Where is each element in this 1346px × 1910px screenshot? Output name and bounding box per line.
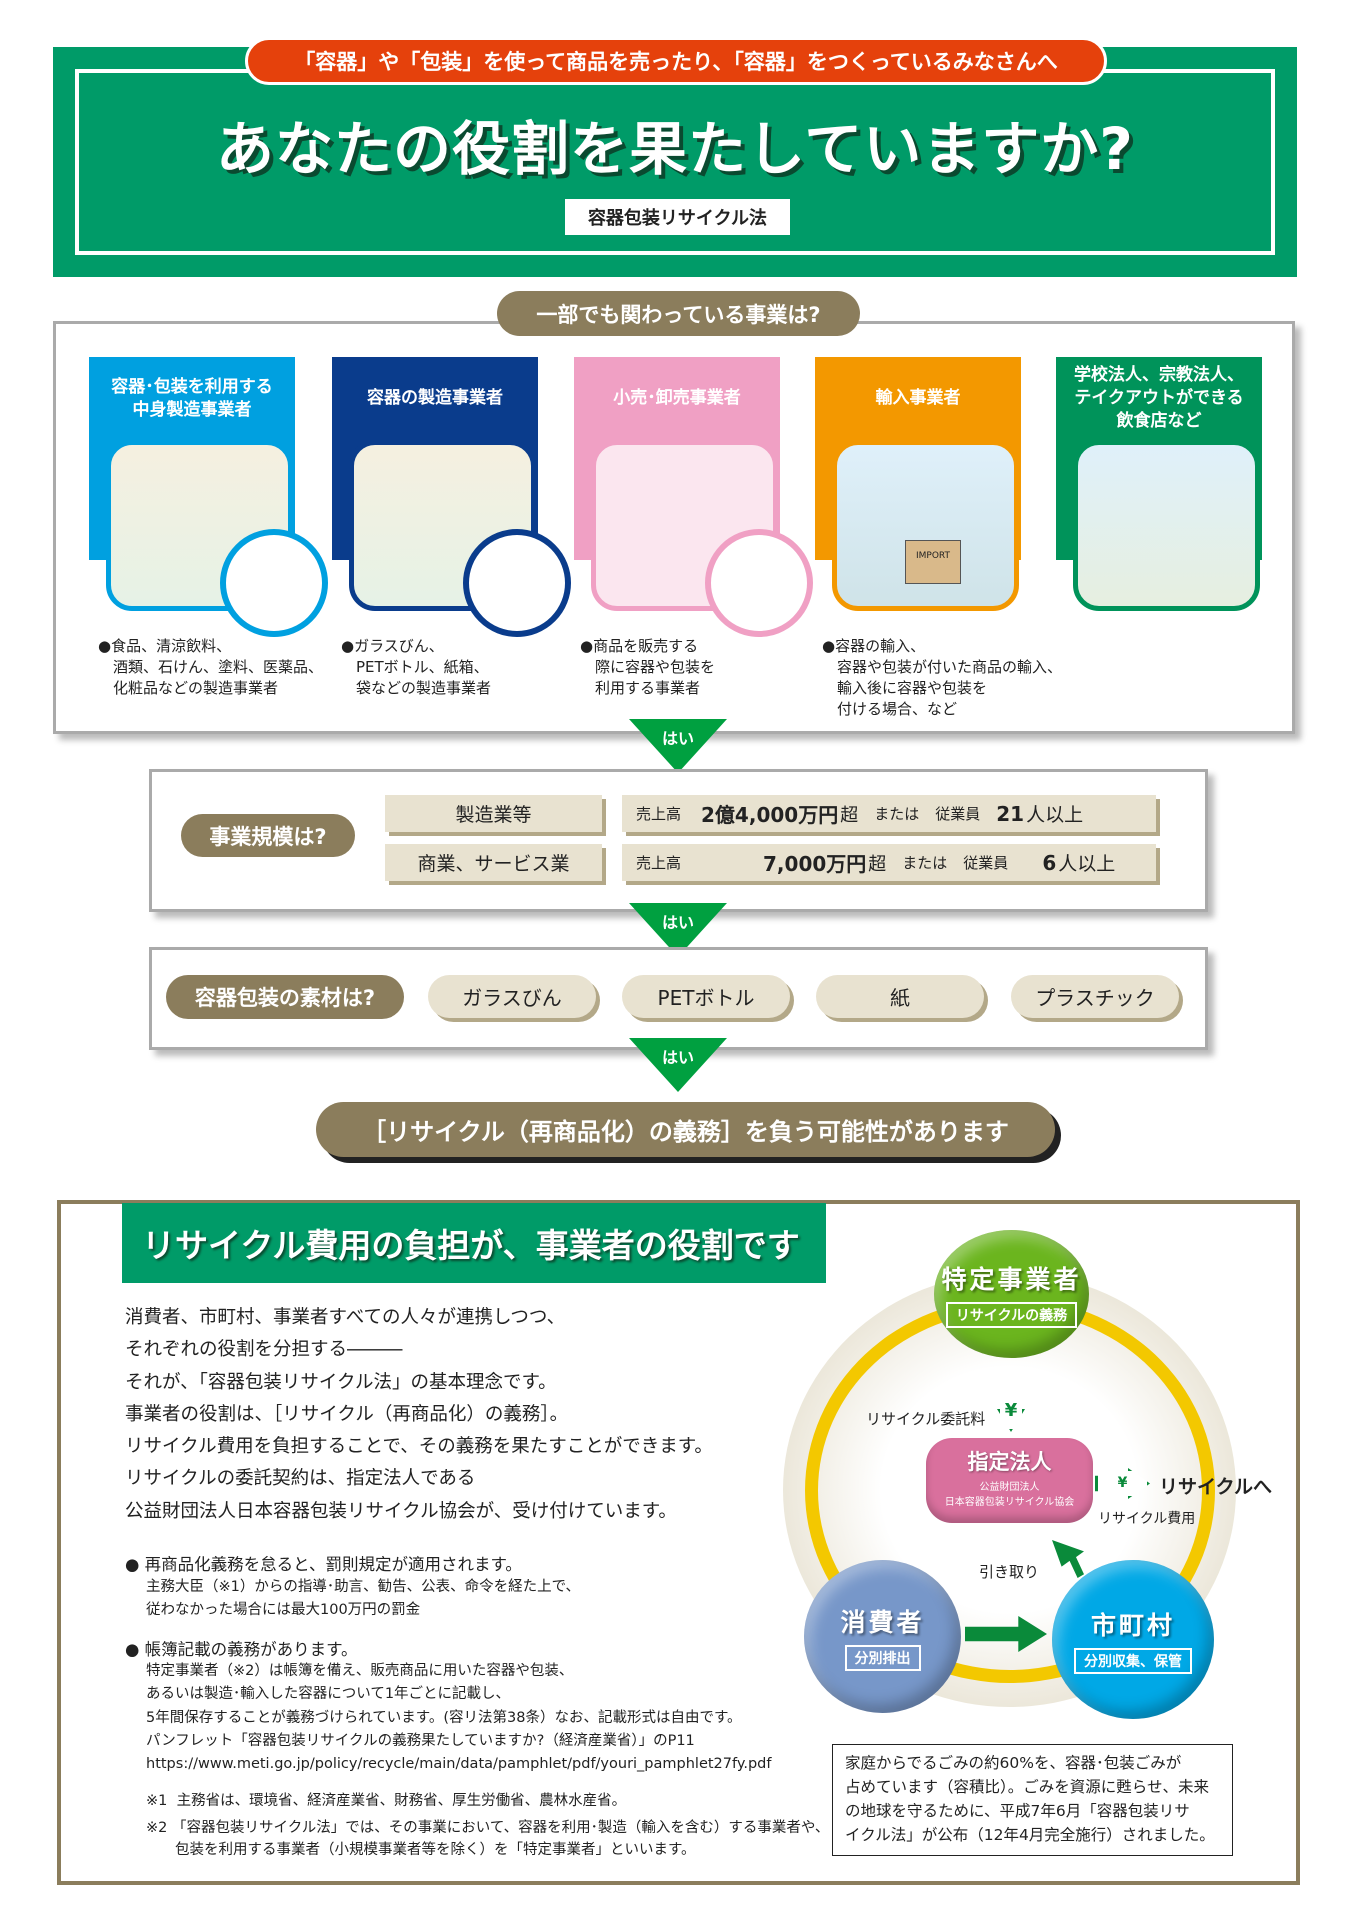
ledger-heading: ● 帳簿記載の義務があります。 xyxy=(125,1640,358,1659)
material-pet: PETボトル xyxy=(622,975,790,1018)
specified-business-node: 特定事業者 リサイクルの義務 xyxy=(934,1230,1089,1358)
products-icon xyxy=(220,529,328,637)
page-title: あなたの役割を果たしていますか? xyxy=(216,115,1134,183)
law-label: 容器包装リサイクル法 xyxy=(565,199,790,235)
port-illustration: IMPORT xyxy=(832,440,1019,611)
cost-label: リサイクル費用 xyxy=(1098,1511,1196,1527)
business-scale-panel xyxy=(149,769,1208,912)
node-sub: 公益財団法人 xyxy=(979,1482,1040,1493)
over-label: 超 xyxy=(840,804,859,826)
scale-question: 事業規模は? xyxy=(181,814,355,857)
card-description: ●商品を販売する 際に容器や包装を 利用する事業者 xyxy=(580,637,716,697)
employee-unit: 人以上 xyxy=(1058,853,1116,875)
sales-label: 売上高 xyxy=(636,854,682,872)
sales-label: 売上高 xyxy=(636,805,682,823)
category-manufacturing: 製造業等 xyxy=(385,795,602,832)
audience-banner: 「容器」や「包装」を使って商品を売ったり、「容器」をつくっているみなさんへ xyxy=(245,37,1107,85)
employee-unit: 人以上 xyxy=(1026,804,1084,826)
card-title: 小売･卸売事業者 xyxy=(574,357,780,440)
fee-label: リサイクル委託料 xyxy=(866,1410,986,1428)
penalty-detail: 主務大臣（※1）からの指導･助言、勧告、公表、命令を経た上で、 従わなかった場合… xyxy=(146,1579,581,1619)
node-sub: 日本容器包装リサイクル協会 xyxy=(944,1497,1075,1508)
node-title: 市町村 xyxy=(1090,1610,1175,1640)
card-description: ●容器の輸入、 容器や包装が付いた商品の輸入、 輸入後に容器や包装を 付ける場合… xyxy=(822,637,1063,718)
yen-down-arrow: ¥ xyxy=(997,1386,1025,1432)
business-card-importer: 輸入事業者 IMPORT xyxy=(815,357,1021,611)
school-illustration xyxy=(1073,440,1260,611)
employee-value: 21 xyxy=(996,801,1025,826)
node-tag: 分別排出 xyxy=(844,1644,921,1671)
role-body: 消費者、市町村、事業者すべての人々が連携しつつ、 それぞれの役割を分担する―――… xyxy=(125,1307,713,1522)
to-recycle-label: リサイクルへ xyxy=(1159,1476,1273,1498)
yes-arrow: はい xyxy=(629,1038,727,1092)
card-title: 容器の製造事業者 xyxy=(332,357,538,440)
employee-label: 従業員 xyxy=(963,854,1009,872)
business-card-container-maker: 容器の製造事業者 xyxy=(332,357,571,637)
pickup-label: 引き取り xyxy=(979,1563,1040,1581)
node-tag: 分別収集、保管 xyxy=(1074,1647,1192,1674)
shopping-bags-icon xyxy=(705,529,813,637)
category-commerce: 商業、サービス業 xyxy=(385,844,602,881)
material-paper: 紙 xyxy=(816,975,984,1018)
designated-corporation-node: 指定法人 公益財団法人 日本容器包装リサイクル協会 xyxy=(926,1438,1093,1523)
yes-arrow: はい xyxy=(629,719,727,773)
import-box: IMPORT xyxy=(905,540,961,584)
node-title: 特定事業者 xyxy=(941,1265,1082,1294)
card-description: ●食品、清涼飲料、 酒類、石けん、塗料、医薬品、 化粧品などの製造事業者 xyxy=(98,637,324,697)
role-section xyxy=(57,1200,1300,1885)
employee-value: 6 xyxy=(1042,850,1057,875)
business-card-content-maker: 容器･包装を利用する 中身製造事業者 xyxy=(89,357,328,637)
hero-banner: 「容器」や「包装」を使って商品を売ったり、「容器」をつくっているみなさんへ あな… xyxy=(53,37,1297,277)
business-question: 一部でも関わっている事業は? xyxy=(497,291,860,336)
sales-value: 7,000万円 xyxy=(763,852,867,876)
business-card-other: 学校法人、宗教法人、 テイクアウトができる 飲食店など xyxy=(1056,357,1262,611)
material-question: 容器包装の素材は? xyxy=(166,975,404,1019)
or-label: または xyxy=(902,854,948,872)
containers-icon xyxy=(463,529,571,637)
or-label: または xyxy=(874,805,920,823)
ledger-detail: 特定事業者（※2）は帳簿を備え、販売商品に用いた容器や包装、 あるいは製造･輸入… xyxy=(146,1663,772,1773)
result-banner: ［リサイクル（再商品化）の義務］を負う可能性があります xyxy=(316,1102,1055,1157)
penalty-heading: ● 再商品化義務を怠ると、罰則規定が適用されます。 xyxy=(125,1555,522,1574)
node-title: 指定法人 xyxy=(967,1450,1052,1474)
material-glass: ガラスびん xyxy=(428,975,596,1018)
consumer-node: 消費者 分別排出 xyxy=(804,1560,961,1713)
card-title: 輸入事業者 xyxy=(815,357,1021,440)
footnote-1: ※1 主務省は、環境省、経済産業省、財務省、厚生労働省、農林水産省。 xyxy=(146,1793,627,1809)
footnote-2: ※2 「容器包装リサイクル法」では、その事業において、容器を利用･製造（輸入を含… xyxy=(146,1820,830,1858)
sales-value: 2億4,000万円 xyxy=(701,803,839,827)
role-title: リサイクル費用の負担が、事業者の役割です xyxy=(122,1203,826,1283)
employee-label: 従業員 xyxy=(935,805,981,823)
node-tag: リサイクルの義務 xyxy=(945,1302,1078,1328)
node-title: 消費者 xyxy=(840,1607,925,1637)
municipality-node: 市町村 分別収集、保管 xyxy=(1052,1560,1214,1719)
card-description: ●ガラスびん、 PETボトル、紙箱、 袋などの製造事業者 xyxy=(341,637,492,697)
card-title: 容器･包装を利用する 中身製造事業者 xyxy=(89,357,295,440)
material-plastic: プラスチック xyxy=(1011,975,1179,1018)
fact-box: 家庭からでるごみの約60%を、容器･包装ごみが 占めています（容積比）。ごみを資… xyxy=(832,1744,1233,1856)
card-title: 学校法人、宗教法人、 テイクアウトができる 飲食店など xyxy=(1056,357,1262,440)
business-card-retail: 小売･卸売事業者 xyxy=(574,357,813,637)
shop-illustration xyxy=(591,440,778,611)
over-label: 超 xyxy=(868,853,887,875)
